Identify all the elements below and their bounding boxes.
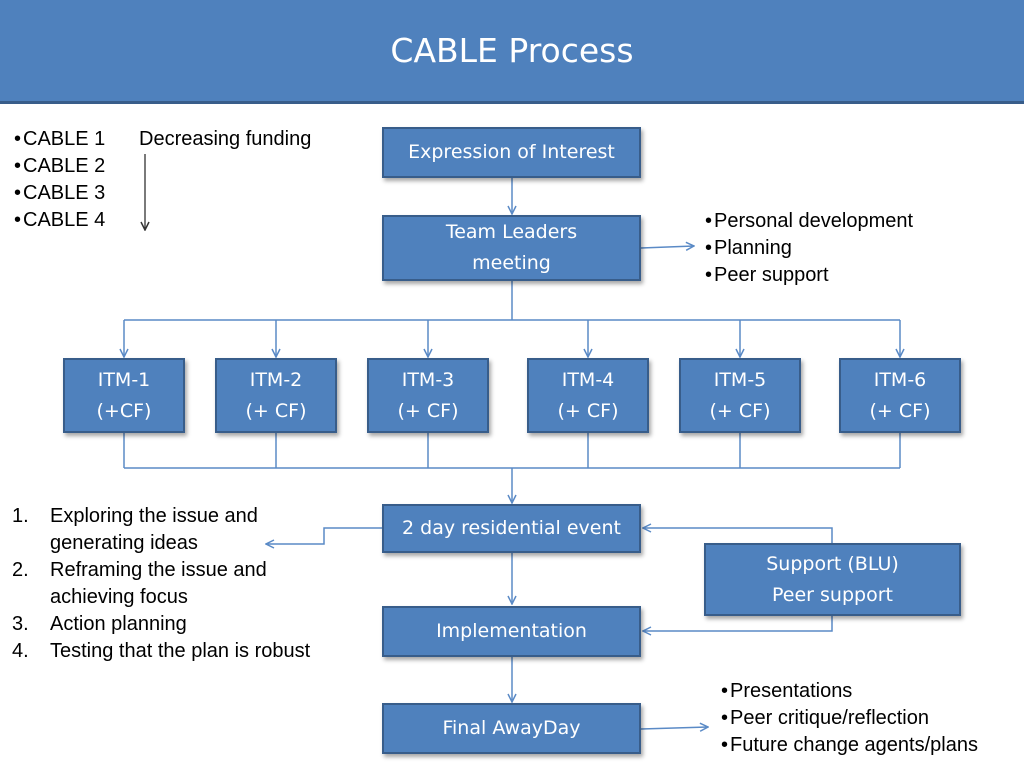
expression-of-interest-box: Expression of Interest — [382, 127, 641, 178]
step-text: Action planning — [50, 613, 187, 635]
implementation-box: Implementation — [382, 606, 641, 657]
box-label-line1: Team Leaders — [445, 221, 578, 243]
step-number: 3. — [12, 613, 29, 635]
itm-sub: (+ CF) — [709, 399, 771, 422]
step-number: 4. — [12, 640, 29, 662]
itm-box-1: ITM-1 (+CF) — [63, 358, 185, 433]
team-leaders-meeting-box: Team Leaders meeting — [382, 215, 641, 281]
itm-sub: (+ CF) — [245, 399, 307, 422]
final-output-item: Peer critique/reflection — [721, 705, 978, 732]
funding-label: Decreasing funding — [139, 128, 312, 150]
step-text: Testing that the plan is robust — [50, 640, 311, 662]
step-item: 1. Exploring the issue and generating idea… — [12, 503, 310, 557]
step-number: 2. — [12, 559, 29, 581]
itm-box-5: ITM-5 (+ CF) — [679, 358, 801, 433]
box-label: Final AwayDay — [442, 717, 581, 739]
residential-steps-list: 1. Exploring the issue and generating idea… — [12, 503, 310, 665]
team-outputs-list: Personal development Planning Peer suppo… — [705, 208, 913, 289]
itm-name: ITM-1 — [97, 368, 151, 391]
cable-item: CABLE 4 — [14, 207, 105, 234]
box-label-line2: Peer support — [772, 583, 893, 606]
support-box: Support (BLU) Peer support — [704, 543, 961, 616]
step-text: Exploring the issue and — [50, 505, 258, 527]
itm-sub: (+ CF) — [557, 399, 619, 422]
final-awayday-box: Final AwayDay — [382, 703, 641, 754]
residential-event-box: 2 day residential event — [382, 504, 641, 553]
arrow-support-to-residential — [643, 528, 833, 543]
cable-item: CABLE 3 — [14, 180, 105, 207]
box-label: 2 day residential event — [402, 517, 621, 539]
cable-item: CABLE 2 — [14, 153, 105, 180]
cable-item: CABLE 1 — [14, 126, 105, 153]
step-item: 4. Testing that the plan is robust — [12, 638, 310, 665]
step-item: 2. Reframing the issue and achieving focus — [12, 557, 310, 611]
itm-sub: (+ CF) — [397, 399, 459, 422]
itm-name: ITM-4 — [561, 368, 615, 391]
itm-sub: (+ CF) — [869, 399, 931, 422]
final-output-item: Future change agents/plans — [721, 732, 978, 759]
step-text-cont: achieving focus — [50, 586, 188, 608]
page-title: CABLE Process — [390, 31, 634, 70]
itm-name: ITM-6 — [873, 368, 927, 391]
box-label: Expression of Interest — [408, 141, 615, 163]
team-output-item: Peer support — [705, 262, 913, 289]
step-item: 3. Action planning — [12, 611, 310, 638]
cable-list: CABLE 1 CABLE 2 CABLE 3 CABLE 4 — [14, 126, 105, 234]
arrow-residential-to-steps — [266, 527, 384, 544]
arrow-team-to-outputs — [640, 246, 694, 248]
team-output-item: Planning — [705, 235, 913, 262]
team-output-item: Personal development — [705, 208, 913, 235]
title-bar: CABLE Process — [0, 0, 1024, 104]
arrow-final-to-outputs — [640, 727, 708, 729]
itm-name: ITM-2 — [249, 368, 303, 391]
itm-box-3: ITM-3 (+ CF) — [367, 358, 489, 433]
itm-box-6: ITM-6 (+ CF) — [839, 358, 961, 433]
itm-name: ITM-5 — [713, 368, 767, 391]
step-text-cont: generating ideas — [50, 532, 198, 554]
box-label-line2: meeting — [472, 252, 551, 274]
box-label-line1: Support (BLU) — [766, 552, 899, 575]
final-outputs-list: Presentations Peer critique/reflection F… — [721, 678, 978, 759]
itm-name: ITM-3 — [401, 368, 455, 391]
step-number: 1. — [12, 505, 29, 527]
box-label: Implementation — [436, 620, 587, 642]
final-output-item: Presentations — [721, 678, 978, 705]
itm-box-4: ITM-4 (+ CF) — [527, 358, 649, 433]
step-text: Reframing the issue and — [50, 559, 267, 581]
itm-box-2: ITM-2 (+ CF) — [215, 358, 337, 433]
itm-sub: (+CF) — [96, 399, 152, 422]
arrow-support-to-implementation — [643, 616, 833, 631]
